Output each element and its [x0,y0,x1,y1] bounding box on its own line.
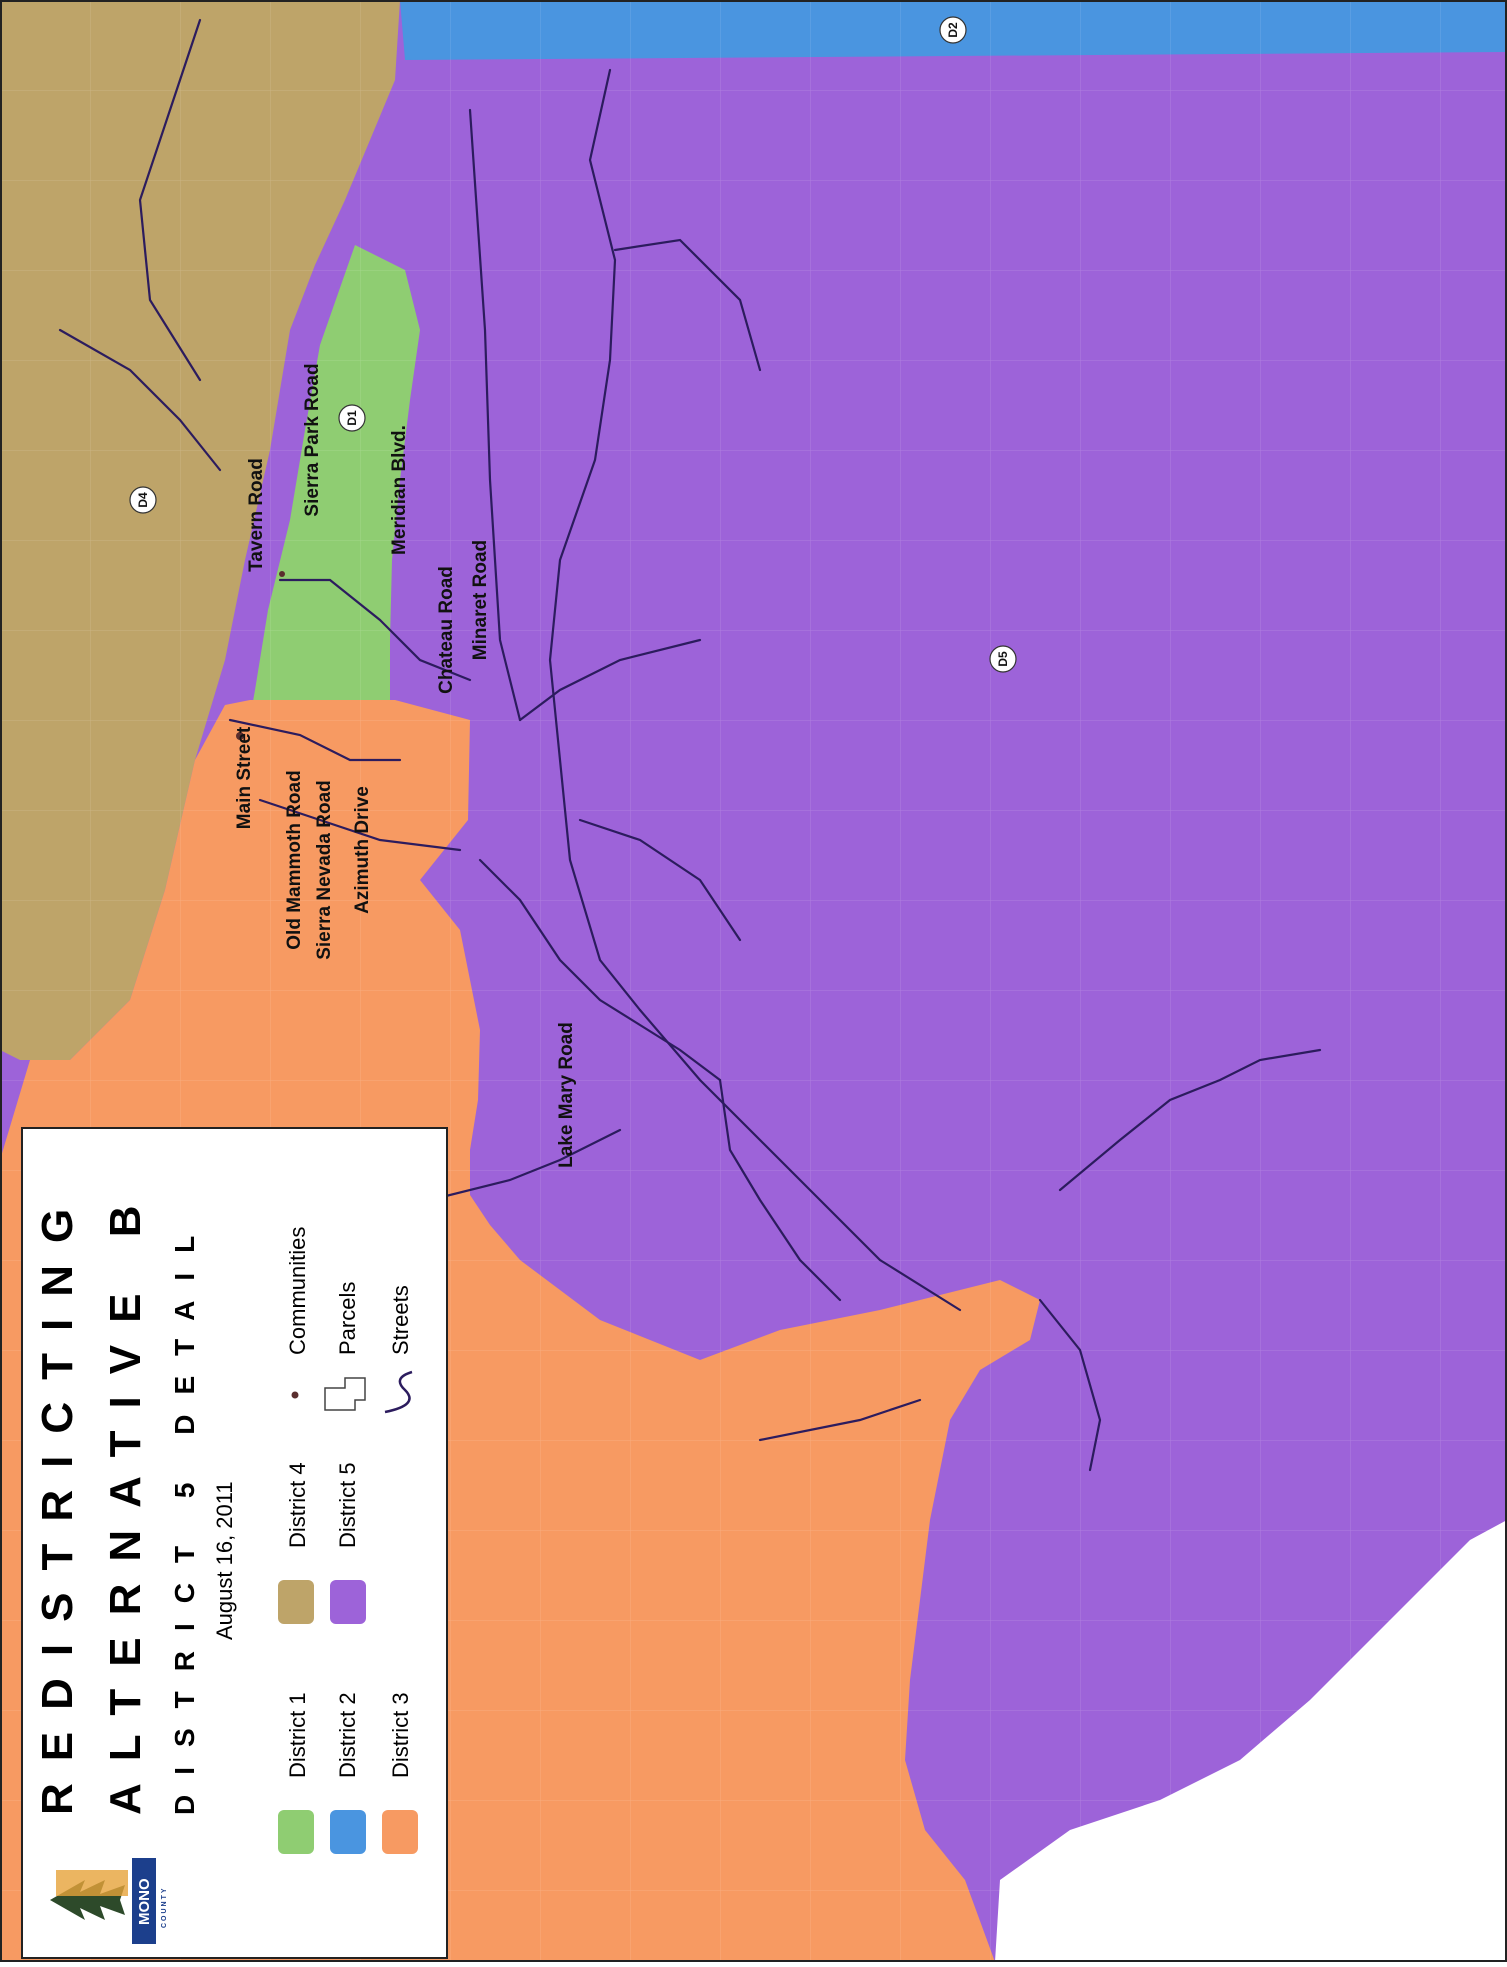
legend-date: August 16, 2011 [212,1481,237,1640]
legend-label-district-2: District 2 [335,1692,360,1778]
legend-swatch-district-5 [330,1580,366,1624]
legend-box [21,1127,448,1959]
legend-label-district-5: District 5 [335,1462,360,1548]
legend-panel: REDISTRICTING ALTERNATIVE B DISTRICT 5 D… [21,1127,448,1959]
legend-subtitle-district-detail: DISTRICT 5 DETAIL [169,1216,200,1815]
street-line [718,1078,842,1302]
road-label-sierra-park-road: Sierra Park Road [302,363,323,516]
legend-label-district-3: District 3 [388,1692,413,1778]
street-line [758,1398,922,1442]
community-dot [279,571,285,577]
street-line [1058,1048,1322,1192]
district-tag-d2-text: D2 [946,22,960,38]
road-label-main-street: Main Street [234,726,255,829]
street-line [1038,1298,1102,1472]
legend-label-district-4: District 4 [285,1462,310,1548]
legend-swatch-district-2 [330,1810,366,1854]
legend-communities-icon [291,1391,299,1399]
logo-badge [132,1858,156,1944]
street-line [638,1008,962,1312]
road-label-lake-mary-road: Lake Mary Road [556,1022,577,1168]
district-tag-d1-text: D1 [345,410,359,426]
street-line [228,718,402,762]
district-tag-d2: D2 [939,16,967,44]
road-label-tavern-road: Tavern Road [246,458,267,572]
street-line [258,798,462,852]
road-label-sierra-nevada-road: Sierra Nevada Road [314,780,335,960]
legend-parcels-icon [324,1377,366,1411]
street-line [468,108,522,722]
legend-swatch-district-1 [278,1810,314,1854]
street-line [613,238,762,372]
legend-subtitle-alternative: ALTERNATIVE B [101,1184,150,1815]
street-line [548,68,642,1012]
legend-swatch-district-3 [382,1810,418,1854]
district-tag-d4: D4 [129,486,157,514]
community-dot [236,732,244,740]
street-line [278,578,472,682]
legend-swatch-district-4 [278,1580,314,1624]
legend-label-streets: Streets [388,1285,413,1355]
legend-label-district-1: District 1 [285,1692,310,1778]
legend-label-parcels: Parcels [335,1282,360,1355]
street-line [518,638,702,722]
logo-name: MONO [136,1878,153,1925]
road-label-chateau-road: Chateau Road [436,566,457,694]
street-line [138,18,202,382]
logo-sub: COUNTY [161,1886,168,1928]
street-line [58,328,222,472]
legend-label-communities: Communities [285,1227,310,1355]
road-label-azimuth-drive: Azimuth Drive [352,786,373,914]
road-label-minaret-road: Minaret Road [470,540,491,660]
district-tag-d1: D1 [338,404,366,432]
legend-streets-icon [384,1370,413,1414]
district-tag-d4-text: D4 [136,492,150,508]
street-line [478,858,722,1082]
mono-county-logo: MONO COUNTY [40,1848,168,1948]
district-tag-d5-text: D5 [996,651,1010,667]
district-tag-d5: D5 [989,645,1017,673]
road-label-old-mammoth-road: Old Mammoth Road [284,770,305,949]
street-line [578,818,742,942]
road-label-meridian-blvd: Meridian Blvd. [389,425,410,555]
legend-title: REDISTRICTING [33,1187,82,1815]
